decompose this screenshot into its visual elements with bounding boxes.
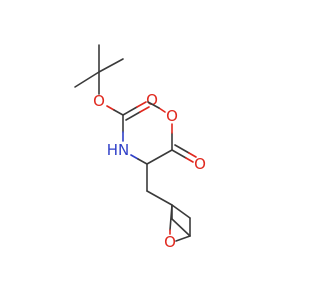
atom-oxygen-epoxide: O [164,233,176,251]
bond-carbamate-carbonyl-1a [122,106,138,116]
bond-nitrogen-to-alpha-carbon [137,158,148,165]
bond-carbamate-carbonyl-2a [125,111,141,121]
bond-ester-carbonyl-2a [174,144,190,154]
bond-oxygen-to-carbamate-carbon [113,109,124,116]
bond-epoxide-oxygen-to-c2 [175,235,191,242]
atom-oxygen-methoxy: O [166,107,178,125]
bond-epoxide-c1-to-oxygen [169,204,173,231]
bond-alpha-carbon-to-ester-carbon [146,149,173,165]
bond-ester-carbonyl-1a [171,149,187,159]
tert-butyl-group [74,44,124,95]
epoxide-ring [169,204,191,242]
bond-ch2-to-epoxide-carbon [146,190,173,206]
bond-carbamate-carbonyl-2b [139,106,150,113]
bond-tbu-methyl-left [74,71,100,88]
bond-ester-carbonyl-2b [188,152,197,158]
molecule-structure-diagram: O O HN O O O [74,44,206,251]
atom-nitrogen-amine: HN [107,141,130,159]
bond-nitrogen-to-alpha-carbon-blue [130,154,139,160]
atom-oxygen-ester-carbonyl: O [194,155,206,173]
bond-ester-carbonyl-1b [185,157,194,163]
atom-oxygen-carbamate-ester: O [93,92,105,110]
bond-methoxy-oxygen-to-methyl [147,101,160,109]
bond-methoxy-oxygen-to-methyl-red [158,107,166,113]
bond-epoxide-c1-right [171,204,191,219]
bond-tbu-methyl-right [98,58,124,73]
bond-epoxide-c2-down [171,218,191,237]
bond-carbamate-carbonyl-1b [136,101,147,108]
atom-oxygen-carbamate-carbonyl: O [146,91,158,109]
bond-oxygen-to-carbamate-carbon-red [106,105,115,111]
